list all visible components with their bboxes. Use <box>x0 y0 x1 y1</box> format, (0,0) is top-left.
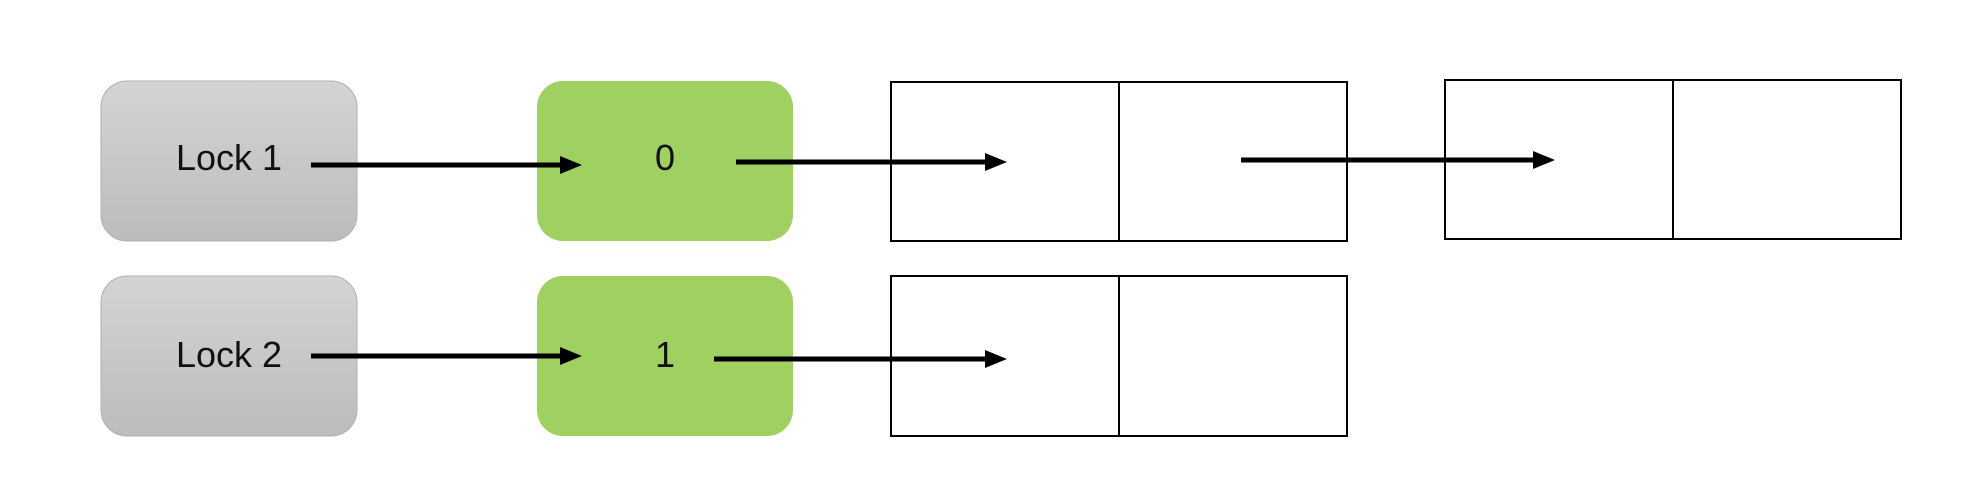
arrow-value1-to-node <box>714 350 1007 368</box>
lock-label-1: Lock 1 <box>176 137 282 178</box>
value-label-1: 0 <box>655 137 675 178</box>
node-2a <box>890 275 1348 437</box>
node-cell <box>1118 275 1348 437</box>
lock-row-2: Lock 2 1 <box>100 275 1348 437</box>
value-label-2: 1 <box>655 334 675 375</box>
lock-label-2: Lock 2 <box>176 334 282 375</box>
lock-box-1 <box>100 80 358 242</box>
lock-row-1: Lock 1 0 <box>100 79 1902 242</box>
arrow-node-to-next-node <box>1241 151 1555 169</box>
arrow-value0-to-node <box>736 153 1007 171</box>
node-cell <box>1672 79 1902 240</box>
arrow-lock2-to-value <box>311 347 582 365</box>
arrow-lock1-to-value <box>311 156 582 174</box>
value-box-1 <box>537 81 793 241</box>
value-box-2 <box>537 276 793 436</box>
node-cell <box>890 275 1120 437</box>
